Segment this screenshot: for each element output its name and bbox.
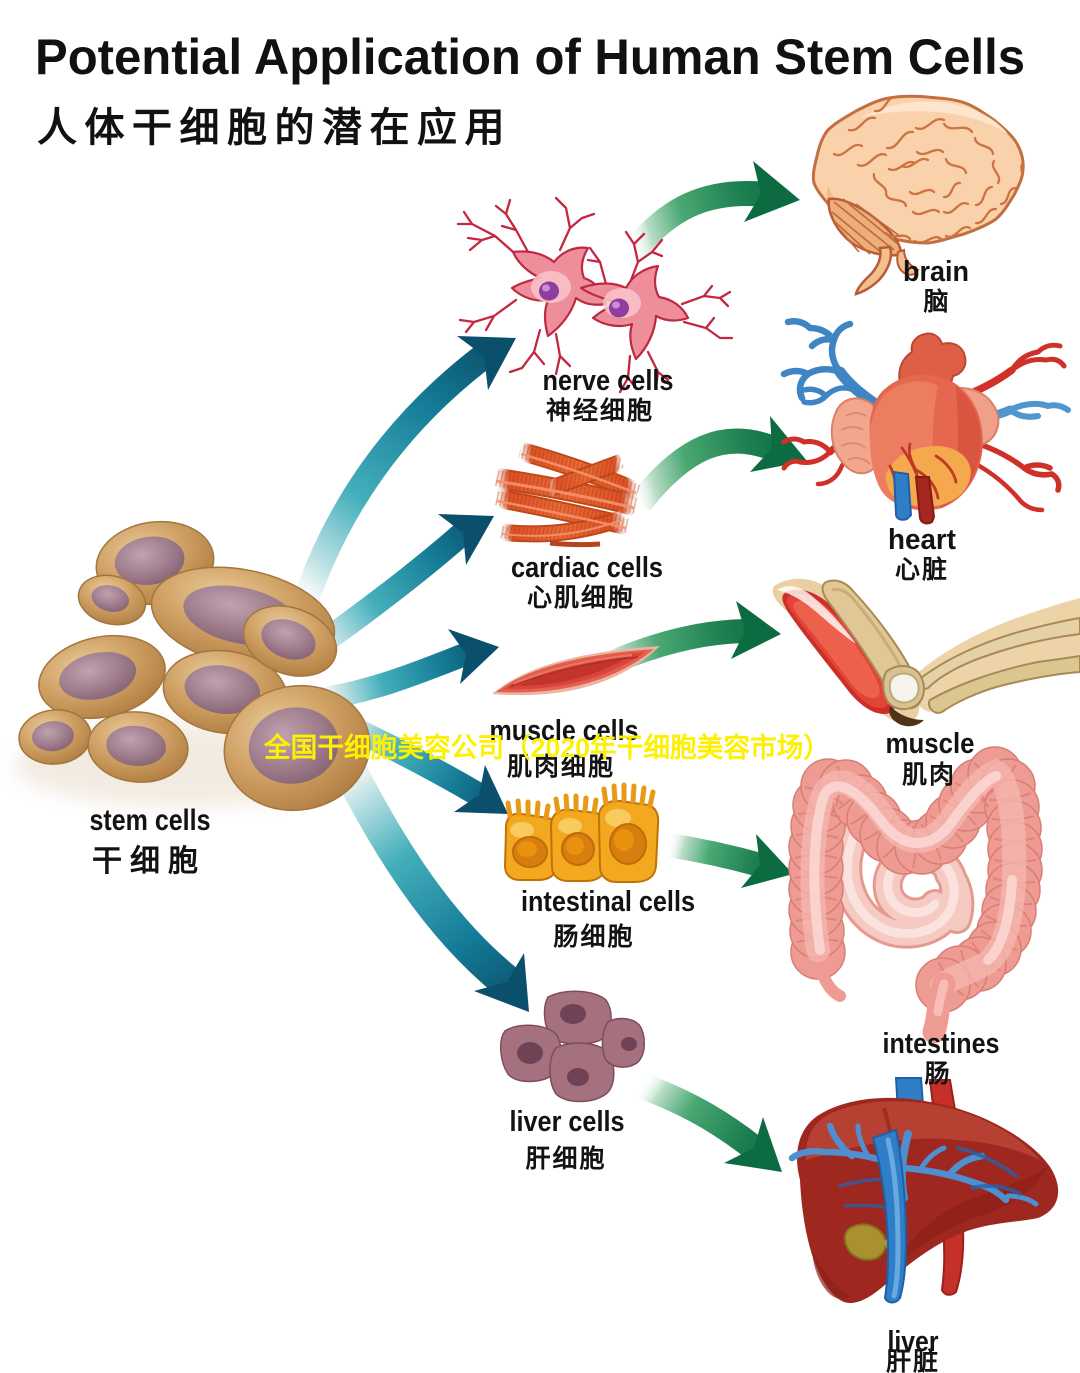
svg-text:muscle cells: muscle cells	[490, 715, 639, 747]
svg-text:心脏: 心脏	[895, 555, 949, 584]
svg-text:肝脏: 肝脏	[886, 1347, 940, 1373]
svg-text:全国干细胞美容公司（2020年干细胞美容市场）: 全国干细胞美容公司（2020年干细胞美容市场）	[263, 732, 830, 763]
svg-text:Potential Application of Human: Potential Application of Human Stem Cell…	[35, 29, 1025, 85]
svg-text:干细胞: 干细胞	[92, 845, 206, 878]
svg-text:cardiac cells: cardiac cells	[511, 552, 663, 584]
svg-text:intestines: intestines	[883, 1028, 1000, 1060]
svg-text:肠细胞: 肠细胞	[553, 922, 634, 951]
svg-text:肠: 肠	[924, 1060, 949, 1088]
svg-text:brain: brain	[903, 256, 969, 288]
svg-text:心肌细胞: 心肌细胞	[527, 583, 635, 612]
svg-text:肌肉: 肌肉	[902, 761, 956, 789]
svg-text:stem cells: stem cells	[90, 804, 211, 837]
svg-text:肝细胞: 肝细胞	[525, 1144, 606, 1173]
svg-text:heart: heart	[888, 524, 956, 556]
svg-text:脑: 脑	[923, 287, 948, 316]
svg-text:神经细胞: 神经细胞	[546, 396, 654, 425]
svg-text:intestinal cells: intestinal cells	[521, 886, 695, 918]
svg-text:muscle: muscle	[886, 728, 975, 760]
svg-text:人体干细胞的潜在应用: 人体干细胞的潜在应用	[37, 106, 512, 150]
svg-text:肌肉细胞: 肌肉细胞	[507, 752, 615, 781]
svg-text:nerve cells: nerve cells	[543, 365, 674, 397]
svg-text:liver: liver	[888, 1326, 939, 1358]
svg-text:liver cells: liver cells	[510, 1106, 625, 1138]
